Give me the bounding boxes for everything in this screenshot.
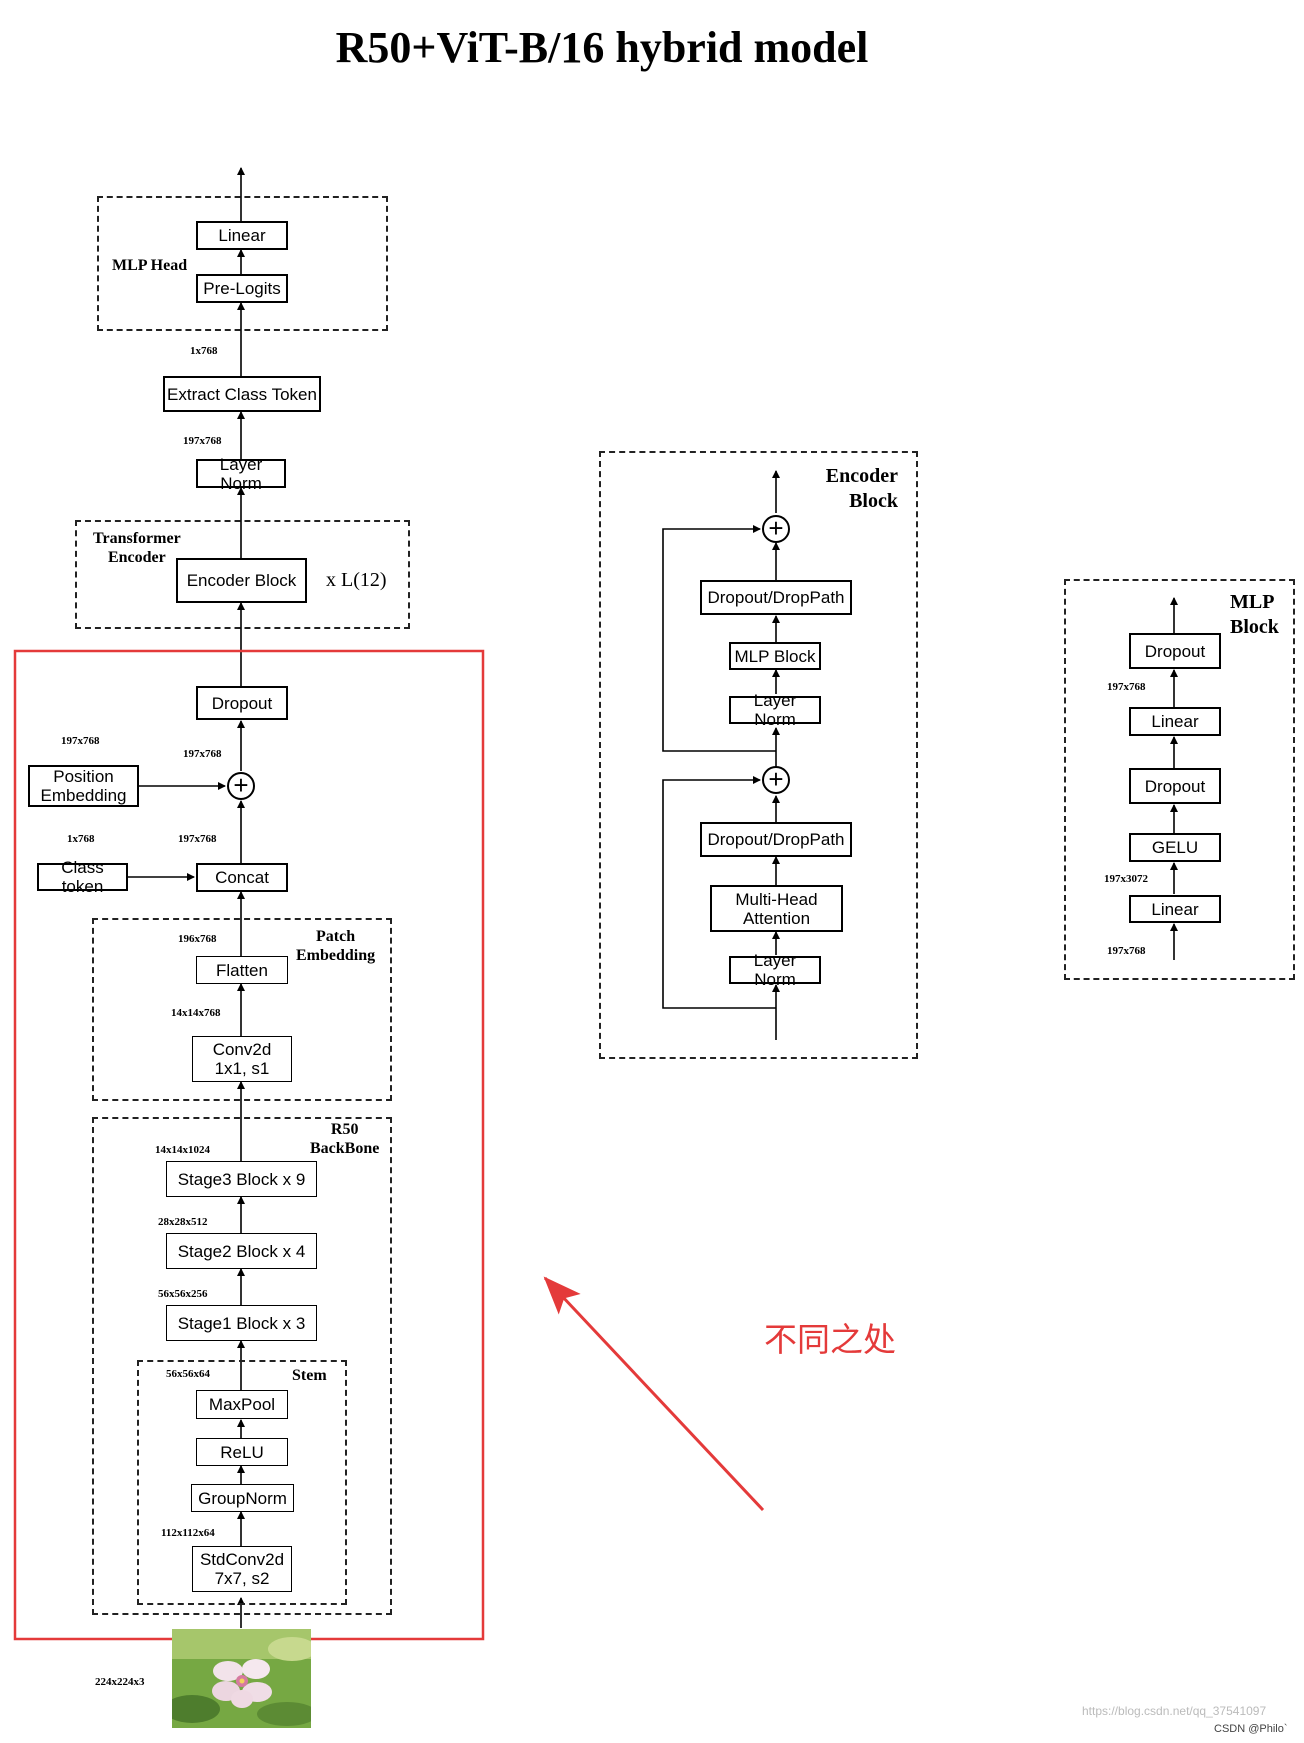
patch-embedding-group <box>92 918 392 1101</box>
mlp-dim-bottom: 197x768 <box>1107 945 1146 957</box>
dim-stage3-out: 14x14x1024 <box>155 1144 210 1156</box>
groupnorm-box: GroupNorm <box>191 1484 294 1512</box>
linear-box: Linear <box>196 221 288 250</box>
diagram-title: R50+ViT-B/16 hybrid model <box>335 23 869 72</box>
extract-class-token-box: Extract Class Token <box>163 376 321 412</box>
enc-layer-norm-top-box: Layer Norm <box>729 691 821 729</box>
mlp-block-title: MLP Block <box>1230 591 1279 638</box>
dim-stage2-out: 28x28x512 <box>158 1216 208 1228</box>
layer-norm-box: Layer Norm <box>196 455 286 493</box>
dropout-box: Dropout <box>196 686 288 720</box>
encoder-block-box: Encoder Block <box>176 558 307 603</box>
enc-layer-norm-bottom-box: Layer Norm <box>729 951 821 989</box>
transformer-encoder-group <box>75 520 410 629</box>
mlp-block-group <box>1064 579 1295 980</box>
repeat-label: x L(12) <box>326 569 387 591</box>
dim-head-in: 1x768 <box>190 345 218 357</box>
dim-stage1-out: 56x56x256 <box>158 1288 208 1300</box>
dim-extract-in: 197x768 <box>183 435 222 447</box>
watermark-credit: CSDN @Philo` <box>1214 1723 1288 1735</box>
dim-stem-out: 56x56x64 <box>166 1368 210 1380</box>
dim-flatten-out: 196x768 <box>178 933 217 945</box>
mlp-gelu-box: GELU <box>1129 833 1221 862</box>
flatten-box: Flatten <box>196 956 288 984</box>
pre-logits-box: Pre-Logits <box>196 274 288 303</box>
stage2-box: Stage2 Block x 4 <box>166 1233 317 1269</box>
enc-mha-box: Multi-Head Attention <box>710 885 843 932</box>
concat-box: Concat <box>196 863 288 892</box>
enc-mlp-block-box: MLP Block <box>729 642 821 670</box>
maxpool-box: MaxPool <box>196 1390 288 1419</box>
conv2d-box: Conv2d 1x1, s1 <box>192 1036 292 1082</box>
input-image <box>172 1629 311 1728</box>
mlp-head-label: MLP Head <box>112 257 188 274</box>
stage1-box: Stage1 Block x 3 <box>166 1305 317 1341</box>
dim-concat-out: 197x768 <box>178 833 217 845</box>
mlp-linear-top-box: Linear <box>1129 707 1221 736</box>
residual-add-top-icon: + <box>762 515 790 543</box>
patch-embedding-label: Patch Embedding <box>296 928 376 964</box>
watermark-url: https://blog.csdn.net/qq_37541097 <box>1082 1704 1267 1718</box>
r50-backbone-label: R50 BackBone <box>310 1121 380 1157</box>
stage3-box: Stage3 Block x 9 <box>166 1161 317 1197</box>
encoder-block-title: Encoder Block <box>825 465 898 512</box>
mlp-dim-top: 197x768 <box>1107 681 1146 693</box>
class-token-box: Class token <box>37 858 128 896</box>
dim-pos-emb: 197x768 <box>61 735 100 747</box>
dim-cls: 1x768 <box>67 833 95 845</box>
dim-input: 224x224x3 <box>95 1676 145 1688</box>
enc-dropout-bottom-box: Dropout/DropPath <box>700 822 852 857</box>
residual-add-bottom-icon: + <box>762 766 790 794</box>
add-operator-icon: + <box>227 772 255 800</box>
dim-add-in: 197x768 <box>183 748 222 760</box>
mlp-head-group <box>97 196 388 331</box>
stdconv2d-box: StdConv2d 7x7, s2 <box>192 1546 292 1592</box>
mlp-linear-bottom-box: Linear <box>1129 895 1221 923</box>
mlp-dim-mid: 197x3072 <box>1104 873 1148 885</box>
mlp-dropout-top-box: Dropout <box>1129 633 1221 669</box>
dim-conv-out: 14x14x768 <box>171 1007 221 1019</box>
stem-label: Stem <box>292 1367 327 1384</box>
highlight-arrow <box>543 1276 765 1512</box>
difference-annotation: 不同之处 <box>764 1321 896 1358</box>
relu-box: ReLU <box>196 1438 288 1466</box>
enc-dropout-top-box: Dropout/DropPath <box>700 580 852 615</box>
r50-backbone-group <box>92 1117 392 1615</box>
encoder-block-group <box>599 451 918 1059</box>
mlp-dropout-mid-box: Dropout <box>1129 768 1221 804</box>
transformer-encoder-label: Transformer Encoder <box>93 530 181 566</box>
dim-stdconv-out: 112x112x64 <box>161 1527 215 1539</box>
stem-group <box>137 1360 347 1605</box>
position-embedding-box: Position Embedding <box>28 765 139 807</box>
